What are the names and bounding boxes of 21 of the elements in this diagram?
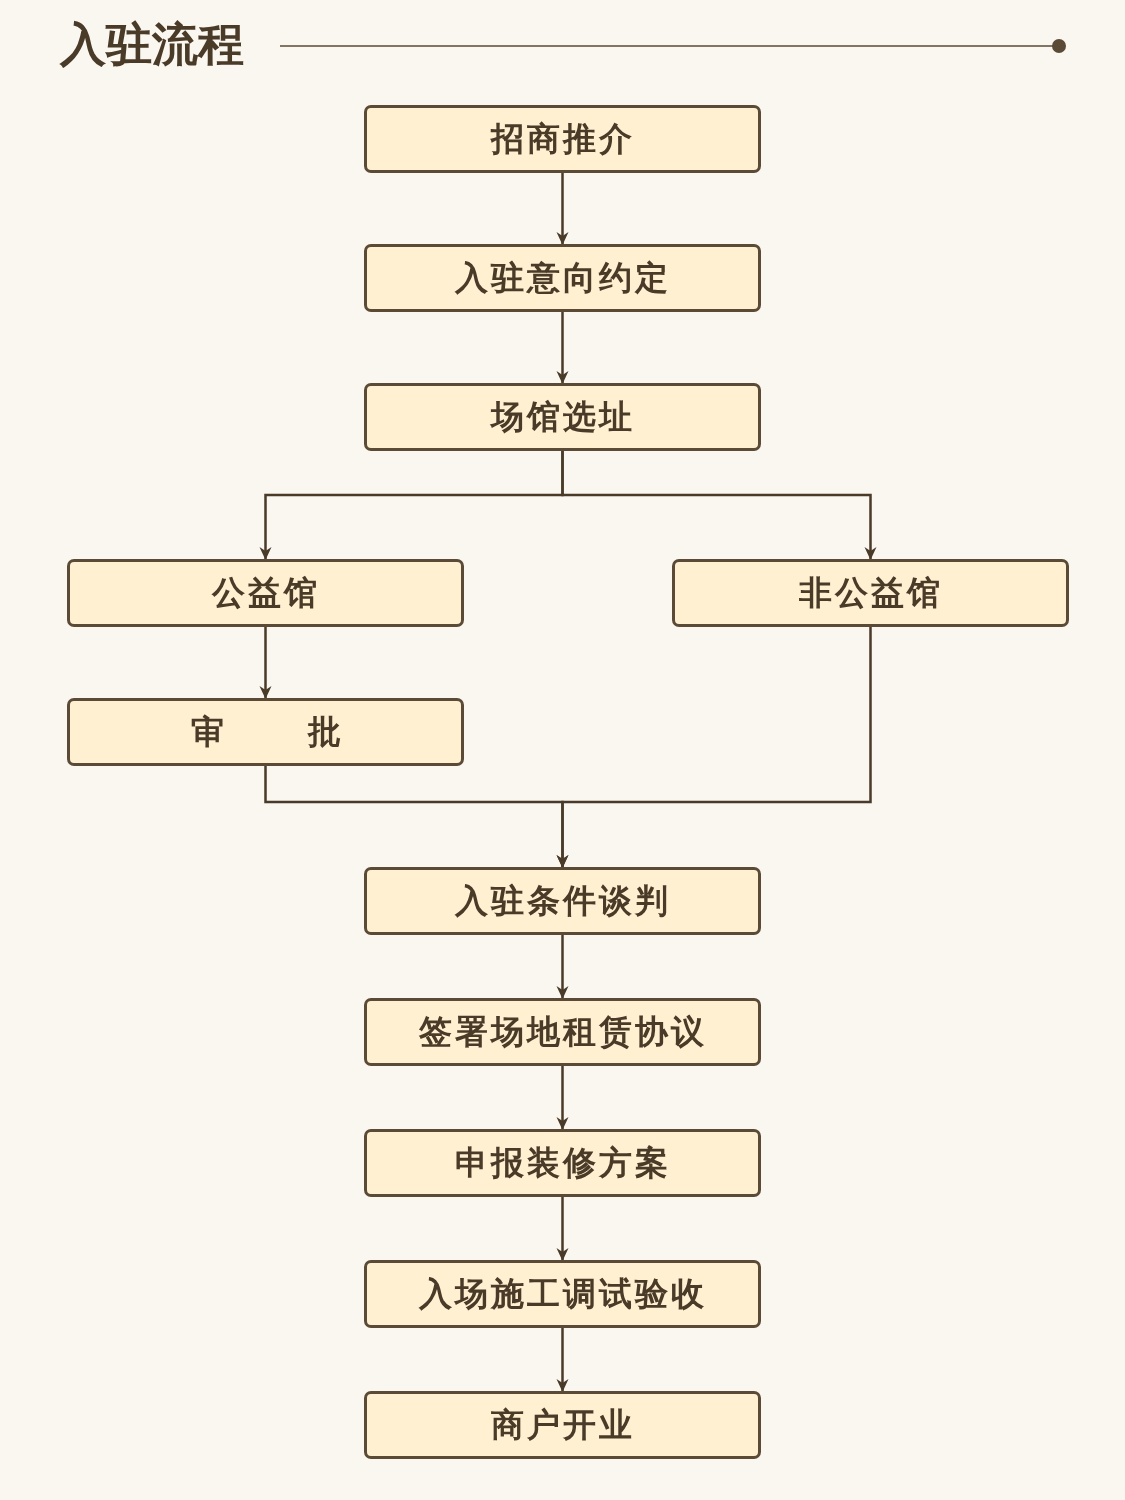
process-box: 入驻条件谈判 [364,867,761,935]
arrow [556,173,569,245]
arrow [561,451,877,560]
arrow [556,1328,569,1392]
process-box: 场馆选址 [364,383,761,451]
process-box: 签署场地租赁协议 [364,998,761,1066]
process-box: 入驻意向约定 [364,244,761,312]
process-box: 公益馆 [67,559,464,627]
arrow [556,1066,569,1130]
process-box: 审批 [67,698,464,766]
process-box: 入场施工调试验收 [364,1260,761,1328]
process-box: 申报装修方案 [364,1129,761,1197]
process-box: 招商推介 [364,105,761,173]
arrow [556,935,569,999]
process-box: 商户开业 [364,1391,761,1459]
arrow [556,627,872,868]
process-box: 非公益馆 [672,559,1069,627]
title: 入驻流程 [60,16,244,73]
arrow [259,627,272,699]
arrow [556,1197,569,1261]
arrow [556,312,569,384]
